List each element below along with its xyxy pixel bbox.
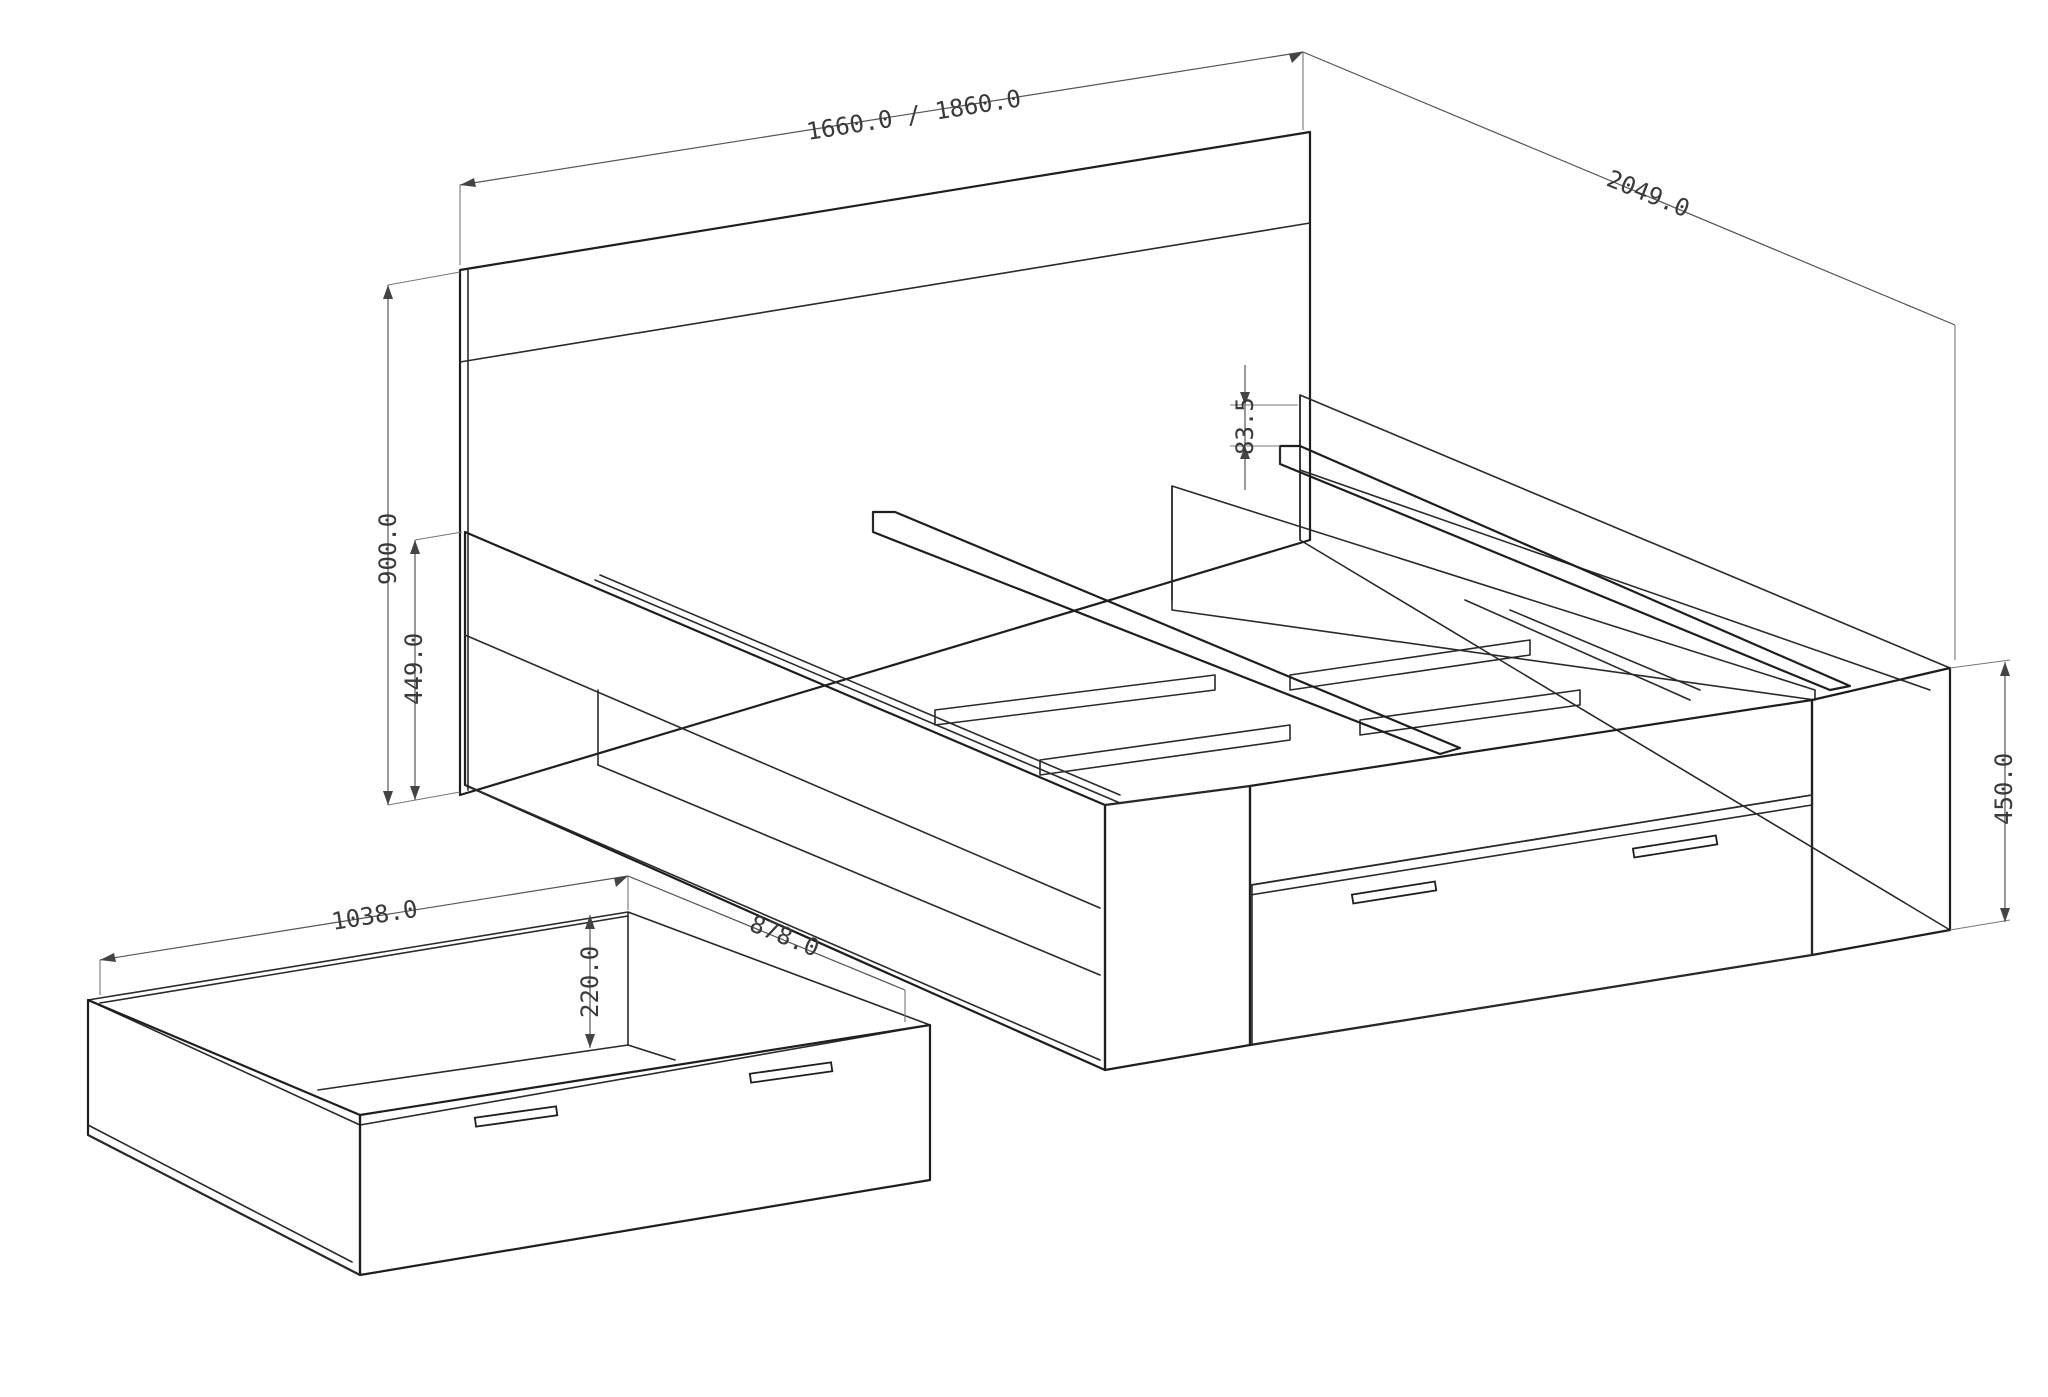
bed-drawer [1251, 794, 1813, 1046]
top-rail-beam [1278, 444, 1852, 692]
left-side-rail [463, 530, 1121, 1072]
bed-width-label: 1660.0 / 1860.0 [805, 84, 1023, 146]
dimension-labels: 1660.0 / 1860.0 2049.0 900.0 449.0 450.0… [330, 84, 2018, 1018]
bed-length-label: 2049.0 [1603, 165, 1694, 223]
right-side-rail [1299, 394, 1951, 931]
headboard-height-label: 900.0 [374, 513, 402, 585]
dimension-lines [99, 51, 2011, 1048]
loose-drawer [86, 911, 932, 1277]
drawer-height-label: 220.0 [576, 946, 604, 1018]
foot-end [1103, 666, 1952, 1072]
side-height-label: 450.0 [1990, 753, 2018, 825]
dimension-arrows [100, 52, 2010, 1048]
headboard [458, 130, 1312, 797]
drawer-length-label: 1038.0 [330, 895, 420, 936]
slat-thickness-label: 83.5 [1231, 397, 1259, 455]
center-beam [871, 510, 1462, 756]
slats [934, 599, 1701, 776]
drawer-width-label: 878.0 [746, 910, 823, 963]
footboard-height-label: 449.0 [400, 633, 428, 705]
